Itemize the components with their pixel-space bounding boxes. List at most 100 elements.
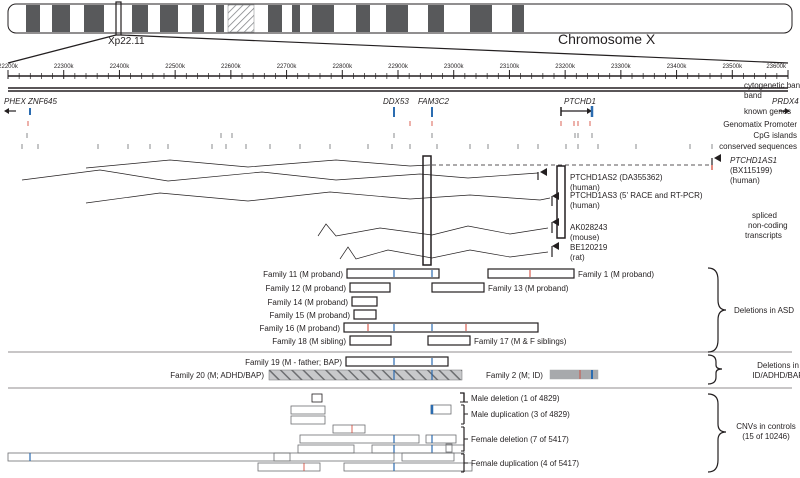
label-male-deletion: Male deletion (1 of 4829) bbox=[471, 394, 560, 403]
label-male-duplication: Male duplication (3 of 4829) bbox=[471, 410, 570, 419]
deletion-bar-family-19 bbox=[345, 356, 449, 367]
transcript-arrow-icon bbox=[540, 168, 547, 176]
ruler-tick-label: 23300k bbox=[611, 64, 632, 70]
label-family-20: Family 20 (M; ADHD/BAP) bbox=[170, 371, 264, 380]
chromosome-name: Chromosome X bbox=[558, 31, 656, 47]
band-dark bbox=[512, 5, 524, 32]
deletion-bar-family-11 bbox=[346, 268, 440, 279]
centromere-region bbox=[227, 4, 255, 33]
gene-label-phex: PHEX bbox=[4, 97, 26, 106]
ruler-tick-label: 22400k bbox=[110, 64, 131, 70]
gene-arrow-right-icon bbox=[587, 108, 592, 114]
exon-highlight-box bbox=[422, 155, 432, 266]
transcript-label-as3-species: (human) bbox=[570, 201, 600, 210]
cnv-bar bbox=[299, 434, 420, 444]
track-label-cpg: CpG islands bbox=[753, 131, 797, 140]
cnv-bar bbox=[343, 462, 473, 472]
transcript-label-as2-species: (human) bbox=[570, 183, 600, 192]
label-family-1: Family 1 (M proband) bbox=[578, 270, 654, 279]
transcript-label-as1-acc: (BX115199) bbox=[730, 166, 772, 175]
gene-label-znf645: ZNF645 bbox=[27, 97, 57, 106]
band-dark bbox=[26, 5, 40, 32]
cnv-bar bbox=[297, 444, 355, 454]
ruler-tick-label: 22900k bbox=[388, 64, 409, 70]
ruler-tick-label: 23400k bbox=[667, 64, 688, 70]
cnv-bar bbox=[445, 443, 453, 453]
track-label-transcripts: transcripts bbox=[745, 231, 782, 240]
label-family-16: Family 16 (M proband) bbox=[260, 324, 341, 333]
cnv-bar bbox=[332, 424, 366, 434]
cnv-bar bbox=[290, 415, 326, 425]
band-dark bbox=[312, 5, 334, 32]
deletion-bar-family-16 bbox=[343, 322, 539, 333]
transcript-label-be120219-species: (rat) bbox=[570, 253, 585, 262]
deletion-bar-family-15 bbox=[353, 309, 377, 320]
band-dark bbox=[84, 5, 104, 32]
label-family-15: Family 15 (M proband) bbox=[270, 311, 351, 320]
deletion-bar-family-17 bbox=[427, 335, 471, 346]
ruler-tick-label: 23500k bbox=[722, 64, 743, 70]
ruler-tick-label: 22800k bbox=[332, 64, 353, 70]
ruler-tick-label: 23000k bbox=[444, 64, 465, 70]
cnv-bar bbox=[430, 404, 452, 415]
gene-label-prdx4: PRDX4 bbox=[772, 97, 799, 106]
controls-section: Male deletion (1 of 4829) Male duplicati… bbox=[7, 392, 796, 473]
cnv-bar bbox=[311, 393, 323, 403]
track-label-cytoband: cytogenetic band bbox=[744, 81, 800, 90]
ruler-tick-label: 22300k bbox=[54, 64, 75, 70]
group-brace-id bbox=[707, 354, 723, 385]
transcript-arrow-icon bbox=[552, 192, 559, 200]
band-dark bbox=[216, 5, 224, 32]
band-dark bbox=[386, 5, 408, 32]
cnv-bar bbox=[7, 452, 291, 462]
transcript-arrow-icon bbox=[714, 154, 721, 162]
transcript-arrow-icon bbox=[552, 218, 559, 226]
label-female-deletion: Female deletion (7 of 5417) bbox=[471, 435, 569, 444]
band-dark bbox=[356, 5, 370, 32]
known-genes-track: PHEX ZNF645 DDX53 FAM3C2 PTCHD1 PRDX4 kn… bbox=[4, 97, 799, 117]
label-family-14: Family 14 (M proband) bbox=[268, 298, 349, 307]
track-label-band: band bbox=[744, 91, 762, 100]
gene-arrow-left-icon bbox=[4, 108, 9, 114]
deletion-bar-family-2 bbox=[549, 369, 599, 380]
promoter-highlight-box bbox=[556, 165, 566, 239]
deletion-bar-family-14 bbox=[351, 296, 378, 307]
transcript-label-as1: PTCHD1AS1 bbox=[730, 156, 777, 165]
spliced-transcripts-track: PTCHD1AS1 (BX115199) (human) PTCHD1AS2 (… bbox=[21, 154, 788, 266]
ruler-tick-label: 23100k bbox=[500, 64, 521, 70]
transcript-label-be120219: BE120219 bbox=[570, 243, 608, 252]
band-dark bbox=[192, 5, 204, 32]
gene-label-ddx53: DDX53 bbox=[383, 97, 409, 106]
track-label-spliced: spliced bbox=[752, 211, 777, 220]
transcript-arrow-icon bbox=[552, 242, 559, 250]
group-label-id-line1: Deletions in bbox=[757, 361, 799, 370]
deletion-bar-family-20 bbox=[268, 369, 463, 381]
label-family-17: Family 17 (M & F siblings) bbox=[474, 337, 567, 346]
track-label-conserved: conserved sequences bbox=[719, 142, 797, 151]
zoom-line-right bbox=[120, 34, 789, 64]
transcript-label-as1-species: (human) bbox=[730, 176, 760, 185]
label-family-18: Family 18 (M sibling) bbox=[272, 337, 346, 346]
band-dark bbox=[160, 5, 178, 32]
gene-label-ptchd1: PTCHD1 bbox=[564, 97, 596, 106]
label-female-duplication: Female duplication (4 of 5417) bbox=[471, 459, 579, 468]
cnv-bar bbox=[401, 452, 455, 462]
label-family-11: Family 11 (M proband) bbox=[263, 270, 343, 279]
label-family-19: Family 19 (M - father; BAP) bbox=[245, 358, 342, 367]
track-label-promoter: Genomatix Promoter bbox=[723, 120, 797, 129]
band-label: Xp22.11 bbox=[108, 36, 145, 47]
label-family-12: Family 12 (M proband) bbox=[266, 284, 347, 293]
deletion-bar-family-12 bbox=[349, 282, 391, 293]
cnv-bar bbox=[273, 452, 395, 462]
deletions-id-section: Family 19 (M - father; BAP) Family 20 (M… bbox=[170, 354, 800, 385]
cnv-bar bbox=[425, 434, 457, 444]
cnv-bar bbox=[290, 405, 326, 415]
deletion-bar-family-18 bbox=[349, 335, 392, 346]
ruler-tick-label: 23600k bbox=[766, 64, 787, 70]
band-dark bbox=[292, 5, 300, 32]
annotation-tracks: Genomatix Promoter CpG islands conserved… bbox=[21, 120, 797, 151]
gene-label-fam3c2: FAM3C2 bbox=[418, 97, 450, 106]
ruler-tick-label: 22500k bbox=[165, 64, 186, 70]
band-highlight-box bbox=[115, 1, 122, 36]
